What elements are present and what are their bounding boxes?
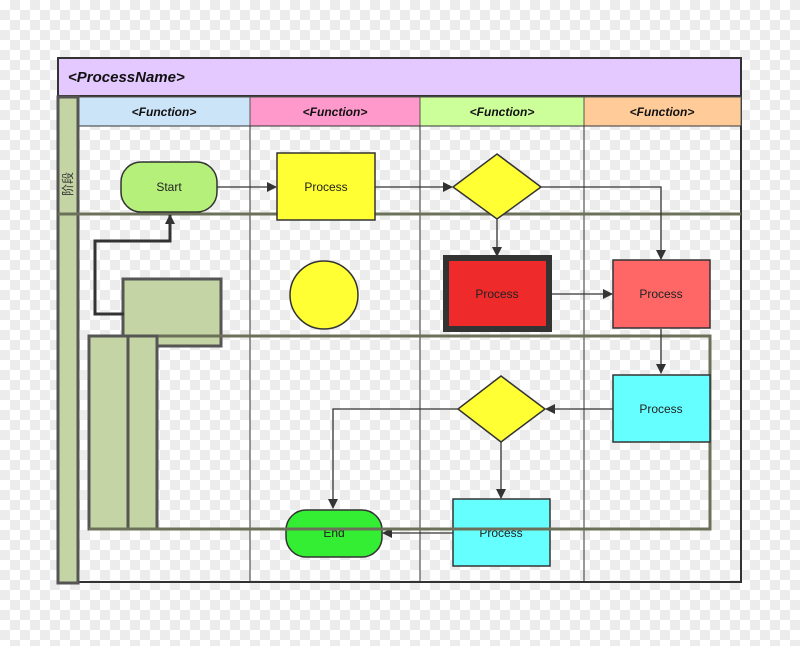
start-node-label: Start <box>156 180 182 194</box>
lane-label-1: <Function> <box>132 105 197 119</box>
decision-node-2[interactable] <box>456 375 547 443</box>
phase-column[interactable] <box>56 95 80 585</box>
edge-decision-to-right <box>541 186 666 260</box>
process-node-2[interactable] <box>443 255 552 332</box>
edge-decision2-to-end <box>328 408 458 509</box>
start-node[interactable] <box>120 161 218 213</box>
process-name-header[interactable] <box>57 57 742 97</box>
process-node-1-label: Process <box>304 180 347 194</box>
overlay-column-b[interactable] <box>126 334 159 531</box>
decision-node-1[interactable] <box>451 153 543 220</box>
overlay-column-a[interactable] <box>87 334 130 531</box>
lane-header-1[interactable] <box>77 96 251 127</box>
process-name-title: <ProcessName> <box>68 69 185 86</box>
process-node-1[interactable] <box>276 152 376 221</box>
lane-label-2: <Function> <box>303 105 368 119</box>
lane-label-4: <Function> <box>630 105 695 119</box>
connector-circle[interactable] <box>289 260 359 330</box>
phase-label: 阶段 <box>60 172 75 196</box>
lane-header-3[interactable] <box>419 96 585 127</box>
process-node-2-label: Process <box>475 287 518 301</box>
edge-overlay-to-start <box>93 214 175 316</box>
process-node-4-label: Process <box>639 402 682 416</box>
process-node-3[interactable] <box>612 259 711 329</box>
end-node[interactable] <box>285 509 383 558</box>
process-node-5[interactable] <box>452 498 551 567</box>
process-node-3-label: Process <box>639 287 682 301</box>
lane-label-3: <Function> <box>470 105 535 119</box>
process-node-4[interactable] <box>612 374 711 443</box>
